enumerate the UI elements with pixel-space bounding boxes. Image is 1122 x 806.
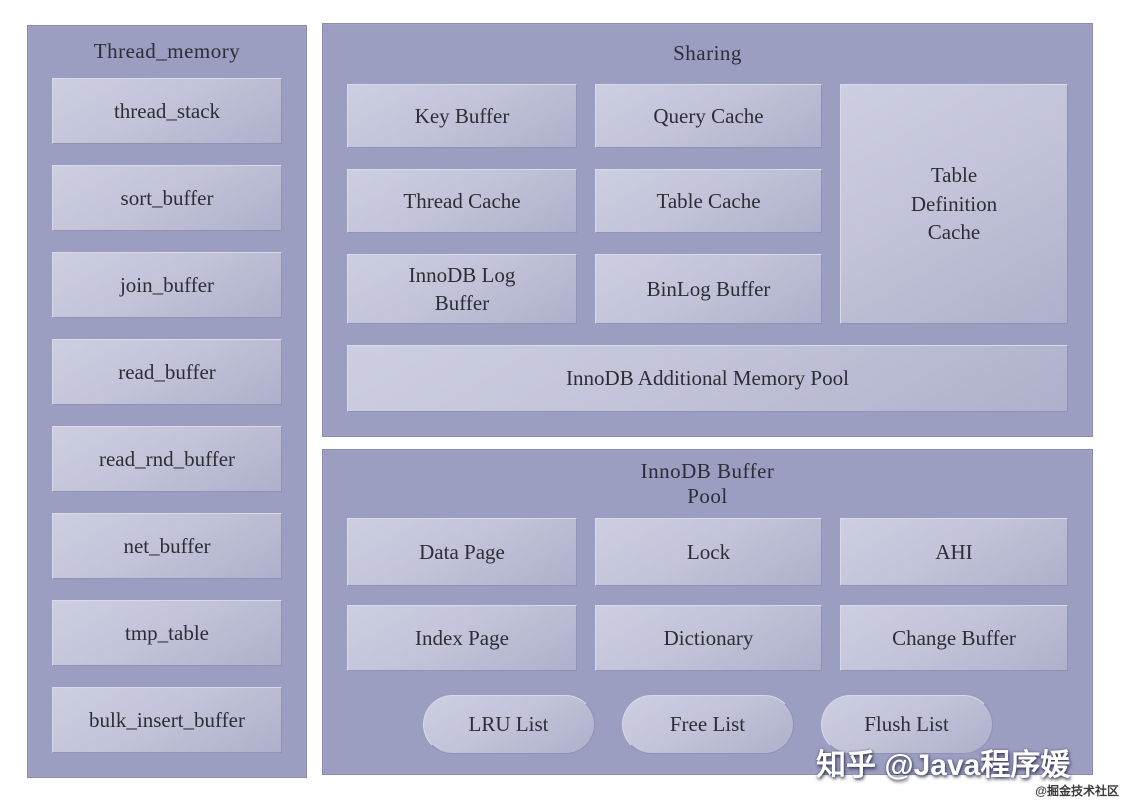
innodb-buffer-pool-title: InnoDB Buffer Pool: [640, 458, 775, 508]
box-innodb-log-buffer: InnoDB Log Buffer: [347, 254, 577, 324]
box-lock: Lock: [595, 518, 822, 586]
box-net-buffer: net_buffer: [52, 513, 282, 579]
box-thread-stack: thread_stack: [52, 78, 282, 144]
box-binlog-buffer: BinLog Buffer: [595, 254, 822, 324]
box-table-definition-cache: Table Definition Cache: [840, 84, 1068, 324]
list-pill-row: LRU List Free List Flush List: [323, 695, 1092, 754]
box-data-page: Data Page: [347, 518, 577, 586]
thread-memory-panel: Thread_memory thread_stack sort_buffer j…: [27, 25, 307, 778]
thread-memory-title: Thread_memory: [93, 39, 241, 64]
box-table-cache: Table Cache: [595, 169, 822, 233]
sharing-grid: Key Buffer Query Cache Table Definition …: [323, 84, 1092, 412]
pill-flush-list: Flush List: [820, 695, 993, 754]
box-change-buffer: Change Buffer: [840, 605, 1068, 671]
zhihu-watermark: 知乎 @Java程序媛: [816, 749, 1071, 782]
box-read-buffer: read_buffer: [52, 339, 282, 405]
sharing-panel: Sharing Key Buffer Query Cache Table Def…: [322, 23, 1093, 437]
pill-lru-list: LRU List: [422, 695, 595, 754]
box-bulk-insert-buffer: bulk_insert_buffer: [52, 687, 282, 753]
box-ahi: AHI: [840, 518, 1068, 586]
innodb-buffer-pool-grid: Data Page Lock AHI Index Page Dictionary…: [323, 518, 1092, 671]
box-dictionary: Dictionary: [595, 605, 822, 671]
box-innodb-additional-memory-pool: InnoDB Additional Memory Pool: [347, 345, 1068, 412]
box-key-buffer: Key Buffer: [347, 84, 577, 148]
box-index-page: Index Page: [347, 605, 577, 671]
box-read-rnd-buffer: read_rnd_buffer: [52, 426, 282, 492]
sharing-title: Sharing: [673, 41, 742, 66]
thread-memory-list: thread_stack sort_buffer join_buffer rea…: [28, 78, 306, 753]
box-sort-buffer: sort_buffer: [52, 165, 282, 231]
box-tmp-table: tmp_table: [52, 600, 282, 666]
box-query-cache: Query Cache: [595, 84, 822, 148]
pill-free-list: Free List: [621, 695, 794, 754]
box-join-buffer: join_buffer: [52, 252, 282, 318]
juejin-watermark: @掘金技术社区: [1035, 784, 1119, 798]
box-thread-cache: Thread Cache: [347, 169, 577, 233]
innodb-buffer-pool-panel: InnoDB Buffer Pool Data Page Lock AHI In…: [322, 449, 1093, 775]
